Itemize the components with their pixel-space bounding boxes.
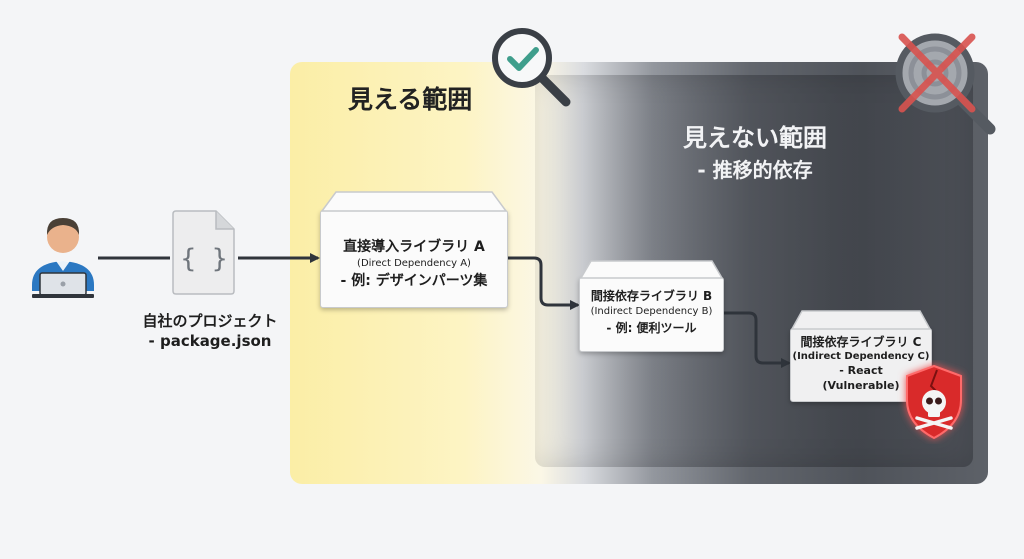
library-b-title: 間接依存ライブラリ B: [590, 289, 713, 303]
library-a-title: 直接導入ライブラリ A: [343, 239, 485, 255]
library-b-box-lid: [579, 260, 724, 279]
library-c-english: (Indirect Dependency C): [792, 351, 930, 362]
project-label: 自社のプロジェクト - package.json: [115, 311, 305, 351]
json-file-icon: { }: [172, 210, 235, 295]
library-b-example: - 例: 便利ツール: [606, 321, 697, 335]
invisible-range-title: 見えない範囲 - 推移的依存: [650, 122, 860, 186]
skull-shield-icon: [906, 364, 962, 440]
a-to-b-arrow: [508, 256, 580, 310]
library-c-box-lid: [790, 310, 932, 330]
invisible-range-title-text: 見えない範囲: [683, 124, 827, 152]
visible-range-title: 見える範囲: [348, 85, 473, 114]
svg-text:{ }: { }: [181, 244, 228, 274]
library-a-english: (Direct Dependency A): [357, 258, 471, 269]
magnifier-check-icon: [492, 28, 571, 107]
library-a-example: - 例: デザインパーツ集: [340, 273, 488, 289]
user-laptop-icon: [32, 218, 94, 298]
library-a-box: 直接導入ライブラリ A (Direct Dependency A) - 例: デ…: [320, 210, 508, 308]
b-to-c-arrow: [724, 311, 791, 368]
library-a-box-lid: [320, 191, 508, 212]
library-b-english: (Indirect Dependency B): [590, 306, 713, 317]
magnifier-blocked-icon: [895, 33, 996, 135]
library-c-note: (Vulnerable): [822, 379, 900, 392]
project-subtitle: - package.json: [148, 332, 272, 350]
project-title: 自社のプロジェクト: [142, 312, 278, 330]
library-c-title: 間接依存ライブラリ C: [800, 335, 922, 349]
invisible-range-subtitle: - 推移的依存: [697, 158, 813, 182]
library-b-box: 間接依存ライブラリ B (Indirect Dependency B) - 例:…: [579, 277, 724, 352]
library-c-example: - React: [839, 364, 883, 377]
